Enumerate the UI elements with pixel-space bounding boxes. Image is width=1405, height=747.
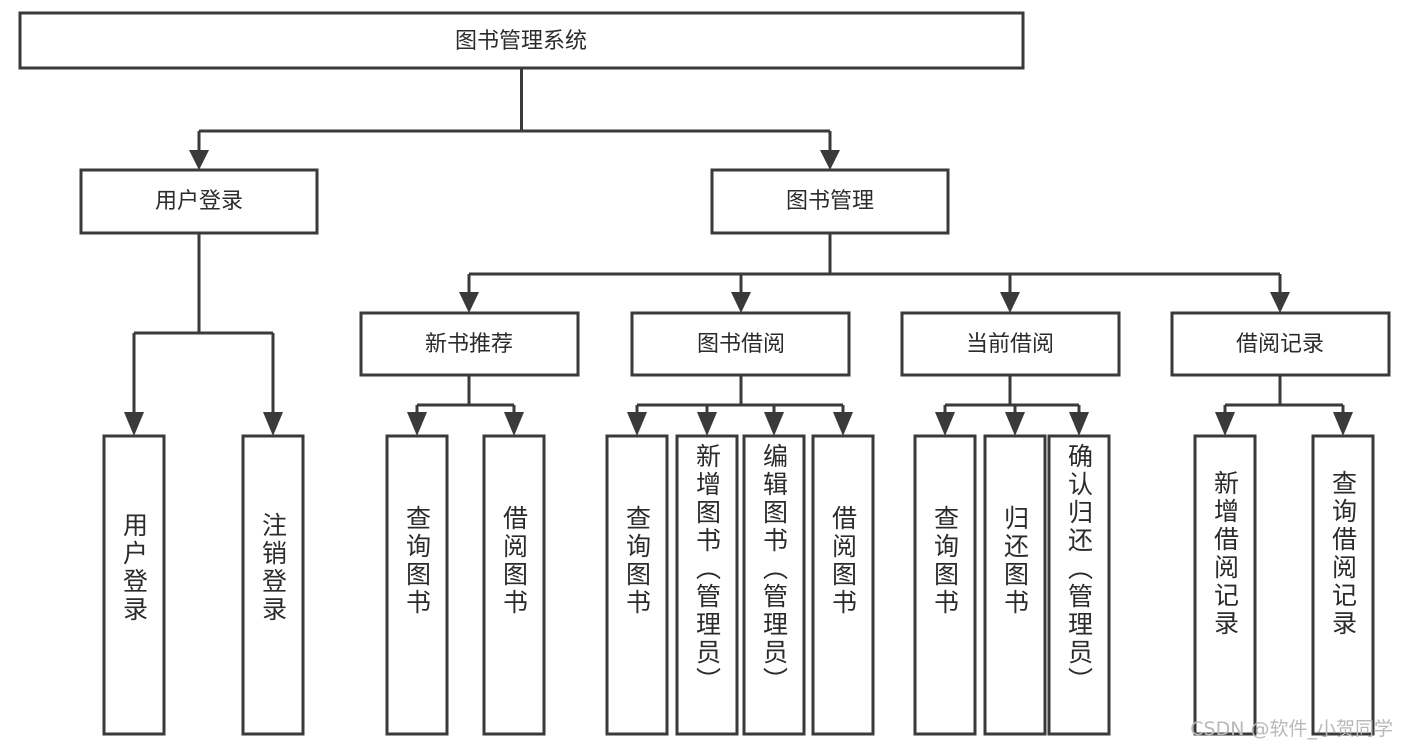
node-user-login-label: 用户登录 <box>155 189 243 214</box>
arrow-head-currentborrow-leaf2 <box>1005 412 1025 436</box>
arrow-head-bookmgmt <box>820 150 840 170</box>
arrow-head-newbook-leaf2 <box>504 412 524 436</box>
node-book-borrow[interactable]: 图书借阅 <box>630 311 851 377</box>
leaf-box-borrow-book-2[interactable] <box>811 434 875 736</box>
leaf-box-user-login[interactable] <box>102 434 166 736</box>
arrow-head-newbook-leaf1 <box>407 412 427 436</box>
node-current-borrow-box <box>900 311 1121 377</box>
node-book-management[interactable]: 图书管理 <box>710 168 950 235</box>
leaf-box-return-book[interactable] <box>983 434 1047 736</box>
leaf-box-add-book[interactable] <box>675 434 739 736</box>
arrow-head-new-book <box>459 292 479 313</box>
connector-group <box>124 68 1353 436</box>
node-new-book-recommend-box <box>359 311 580 377</box>
node-book-management-box <box>710 168 950 235</box>
leaf-box-query-book-1[interactable] <box>385 434 449 736</box>
leaf-box-logout[interactable] <box>241 434 305 736</box>
arrow-head-borrowrecord-leaf2 <box>1333 412 1353 436</box>
leaf-box-query-book-3[interactable] <box>913 434 977 736</box>
node-root-box <box>18 11 1025 70</box>
arrow-head-userlogin <box>189 150 209 170</box>
node-current-borrow[interactable]: 当前借阅 <box>900 311 1121 377</box>
node-book-borrow-label: 图书借阅 <box>697 332 785 357</box>
arrow-head-borrowrecord-leaf1 <box>1215 412 1235 436</box>
arrow-head-bookborrow-leaf4 <box>833 412 853 436</box>
node-user-login[interactable]: 用户登录 <box>79 168 319 235</box>
arrow-head-bookborrow-leaf3 <box>764 412 784 436</box>
arrow-head-bookborrow-leaf2 <box>697 412 717 436</box>
arrow-head-leaf-logout <box>263 412 283 436</box>
node-borrow-record[interactable]: 借阅记录 <box>1170 311 1391 377</box>
leaf-box-query-record[interactable] <box>1311 434 1375 736</box>
leaf-box-group <box>102 434 1375 736</box>
arrow-head-book-borrow <box>731 292 751 313</box>
node-new-book-recommend-label: 新书推荐 <box>425 332 513 357</box>
arrow-head-bookborrow-leaf1 <box>627 412 647 436</box>
node-borrow-record-label: 借阅记录 <box>1236 332 1324 357</box>
arrow-head-currentborrow-leaf1 <box>935 412 955 436</box>
leaf-box-query-book-2[interactable] <box>605 434 669 736</box>
leaf-box-add-record[interactable] <box>1193 434 1257 736</box>
node-book-management-label: 图书管理 <box>786 189 874 214</box>
node-current-borrow-label: 当前借阅 <box>966 332 1054 357</box>
node-user-login-box <box>79 168 319 235</box>
node-book-borrow-box <box>630 311 851 377</box>
arrow-head-current-borrow <box>1000 292 1020 313</box>
leaf-box-confirm-return[interactable] <box>1047 434 1111 736</box>
leaf-box-edit-book[interactable] <box>742 434 806 736</box>
arrow-head-leaf-user-login <box>124 412 144 436</box>
leaf-box-borrow-book-1[interactable] <box>482 434 546 736</box>
node-borrow-record-box <box>1170 311 1391 377</box>
node-root-system[interactable]: 图书管理系统 <box>18 11 1025 70</box>
arrow-head-currentborrow-leaf3 <box>1069 412 1089 436</box>
node-new-book-recommend[interactable]: 新书推荐 <box>359 311 580 377</box>
arrow-head-borrow-record <box>1270 292 1290 313</box>
node-root-label: 图书管理系统 <box>455 29 587 54</box>
